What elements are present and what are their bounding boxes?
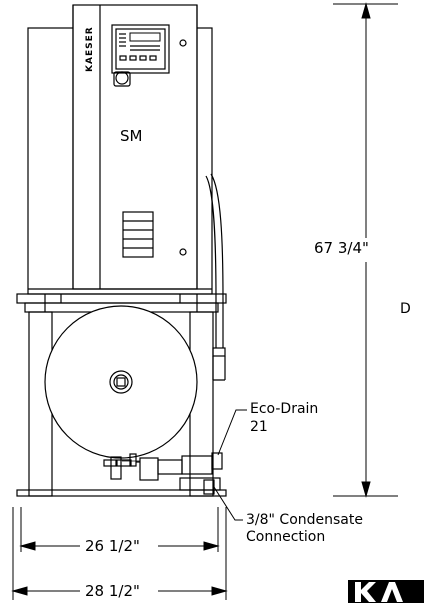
width-dimension-lines [11,507,228,600]
model-label: SM [119,127,144,145]
leader-lines [213,409,247,521]
condensate-label-line2: Connection [245,529,327,545]
condensate-label-line1: 3/8" Condensate [245,512,364,528]
height-dimension-label: 67 3/4" [313,239,370,257]
drain-piping [103,452,223,495]
outer-width-label: 28 1/2" [84,582,141,600]
kaeser-logo [345,572,424,603]
side-letter-label: D [399,301,412,317]
inner-width-label: 26 1/2" [84,537,141,555]
drain-label-line2: 21 [249,419,269,435]
base-frame [16,293,227,497]
height-dimension-line [333,2,398,498]
side-hose [205,173,226,381]
controller-panel [111,24,170,87]
compressor-housing [27,4,213,295]
vent-grille [122,211,154,258]
brand-vertical-label: KAESER [85,26,95,72]
air-receiver-tank [44,305,198,459]
drain-label-line1: Eco-Drain [249,401,320,417]
